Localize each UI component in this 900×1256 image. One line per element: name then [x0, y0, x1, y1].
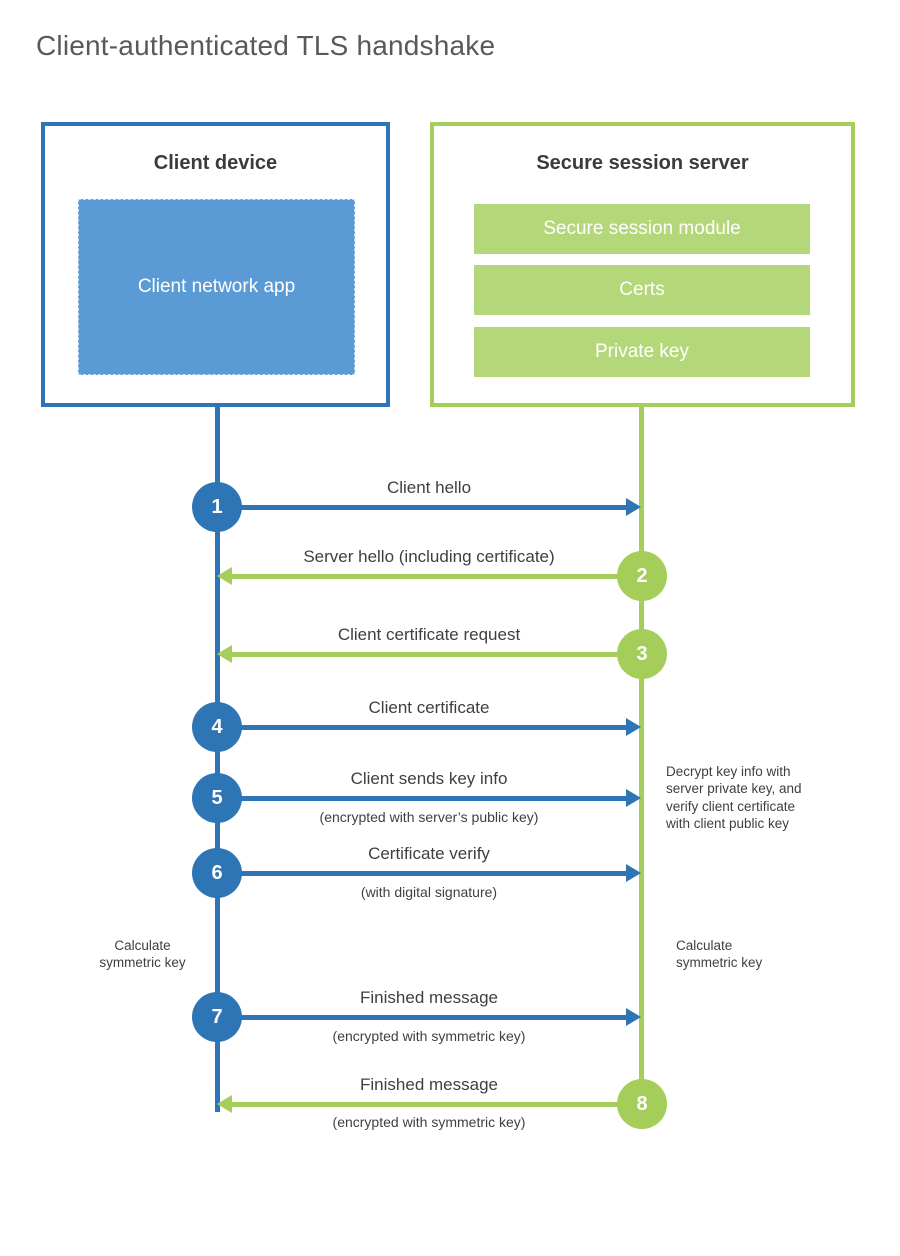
step-number-badge: 8 [617, 1079, 667, 1129]
arrow-line [217, 796, 627, 801]
arrowhead-left-icon [217, 645, 232, 663]
message-label: Certificate verify [368, 844, 490, 863]
client-device-box: Client device Client network app [41, 122, 390, 407]
page-title: Client-authenticated TLS handshake [36, 30, 496, 61]
message-sublabel: (with digital signature) [360, 884, 498, 900]
step-number-badge: 5 [192, 773, 242, 823]
server-module-bar: Secure session module [474, 204, 810, 254]
secure-session-server-box: Secure session server Secure session mod… [430, 122, 855, 407]
message-label: Client certificate request [337, 625, 521, 644]
client-lifeline [215, 405, 220, 1112]
arrow-line [217, 871, 627, 876]
arrow-line [231, 1102, 641, 1107]
arrowhead-right-icon [626, 718, 641, 736]
arrow-line [217, 1015, 627, 1020]
step-number-badge: 2 [617, 551, 667, 601]
message-label: Finished message [360, 988, 498, 1007]
step-number-badge: 4 [192, 702, 242, 752]
secure-session-server-title: Secure session server [536, 152, 749, 174]
message-label: Client sends key info [350, 769, 508, 788]
arrowhead-right-icon [626, 1008, 641, 1026]
server-lifeline [639, 405, 644, 1129]
arrowhead-left-icon [217, 567, 232, 585]
server-decrypt-note: Decrypt key info with server private key… [666, 764, 802, 831]
client-calculate-note: Calculate symmetric key [99, 938, 186, 971]
message-label: Client hello [386, 478, 472, 497]
arrow-line [231, 652, 641, 657]
arrow-line [231, 574, 641, 579]
message-label: Server hello (including certificate) [303, 547, 555, 566]
client-device-title: Client device [153, 152, 278, 174]
step-number-badge: 6 [192, 848, 242, 898]
server-certs-bar: Certs [474, 265, 810, 315]
client-network-app-label: Client network app [137, 276, 296, 298]
message-label: Client certificate [368, 698, 490, 717]
message-sublabel: (encrypted with server’s public key) [319, 809, 539, 825]
step-number-badge: 1 [192, 482, 242, 532]
message-sublabel: (encrypted with symmetric key) [332, 1114, 526, 1130]
arrow-line [217, 725, 627, 730]
arrowhead-right-icon [626, 864, 641, 882]
message-label: Finished message [360, 1075, 498, 1094]
client-network-app-box: Client network app [78, 199, 355, 375]
arrowhead-left-icon [217, 1095, 232, 1113]
arrow-line [217, 505, 627, 510]
arrowhead-right-icon [626, 789, 641, 807]
step-number-badge: 7 [192, 992, 242, 1042]
server-private-key-bar: Private key [474, 327, 810, 377]
step-number-badge: 3 [617, 629, 667, 679]
server-calculate-note: Calculate symmetric key [676, 938, 763, 971]
arrowhead-right-icon [626, 498, 641, 516]
message-sublabel: (encrypted with symmetric key) [332, 1028, 526, 1044]
